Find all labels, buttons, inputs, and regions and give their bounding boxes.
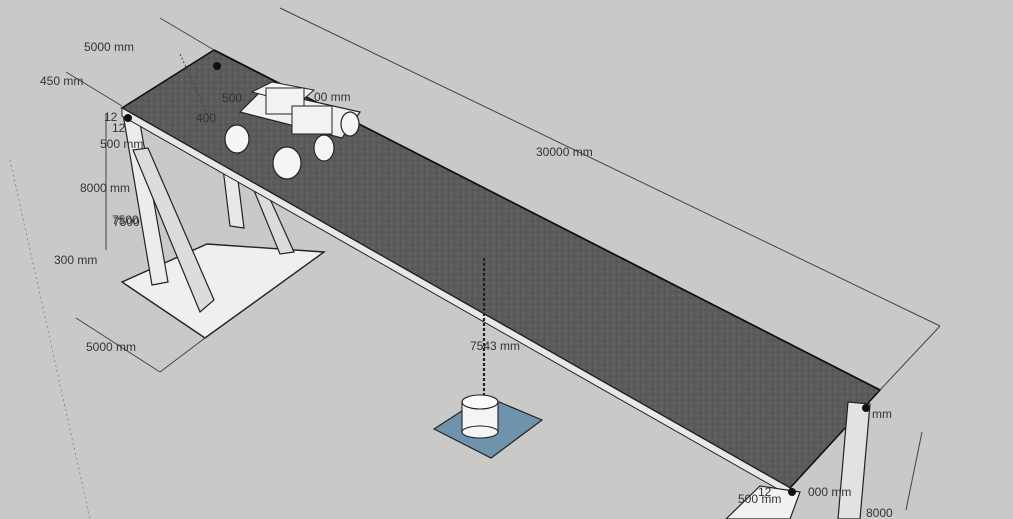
dim-top-offset: 450 mm (40, 74, 83, 88)
dim-leg-height: 8000 mm (80, 181, 130, 195)
dim-mid-a: 7500 (112, 213, 139, 227)
model-car (224, 81, 362, 180)
dim-base-width: 5000 mm (86, 340, 136, 354)
dimension-lines (65, 7, 941, 511)
right-leg-front (837, 401, 871, 519)
dim-right-c: 500 mm (738, 492, 781, 506)
dim-small-b: 12 (112, 121, 126, 135)
dim-pendulum-length: 7543 mm (470, 339, 520, 353)
dim-car-length: 500 (222, 91, 242, 105)
dim-car-width: 00 mm (314, 90, 351, 104)
dim-right-a: mm (872, 407, 892, 421)
corner-marker (124, 114, 132, 122)
dim-right-e: 8000 (866, 506, 893, 519)
dim-deck-length: 30000 mm (536, 145, 593, 159)
corner-marker (213, 62, 221, 70)
cup (461, 394, 499, 439)
dim-right-d: 000 mm (808, 485, 851, 499)
dim-small-c: 500 mm (100, 137, 143, 151)
dim-small-a: 12 (104, 110, 118, 124)
dim-mid-b: 7500 (113, 215, 140, 229)
axis-line (9, 159, 91, 519)
corner-marker (788, 488, 796, 496)
corner-marker (862, 404, 870, 412)
right-base (725, 485, 801, 519)
dim-right-b: 12 (758, 485, 772, 499)
dim-car-depth: 400 (196, 111, 216, 125)
left-brace-front (132, 147, 215, 313)
dim-deck-width: 5000 mm (84, 40, 134, 54)
dim-base-height: 300 mm (54, 253, 97, 267)
